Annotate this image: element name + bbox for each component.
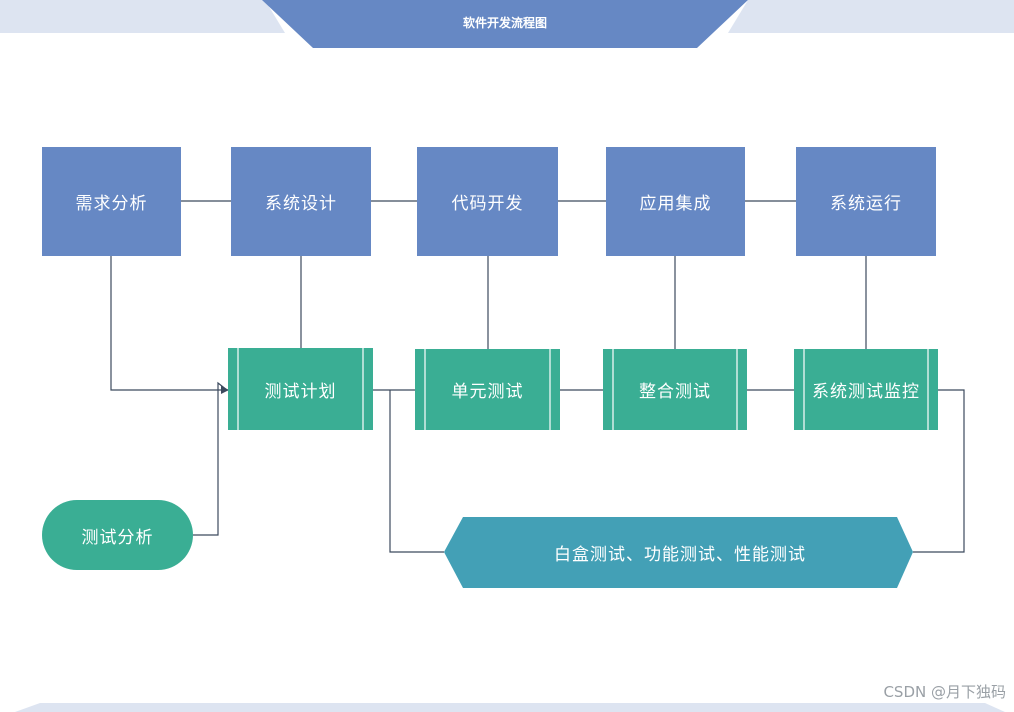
box-system-design <box>231 147 371 256</box>
footer-band <box>15 703 1005 712</box>
box-application-integration <box>606 147 745 256</box>
connectors <box>110 200 965 553</box>
box-system-test-monitoring <box>794 349 938 430</box>
connector-requirements-testplan <box>110 256 229 394</box>
connector-analysis-testplan <box>193 381 228 536</box>
watermark: CSDN @月下独码 <box>883 683 1006 701</box>
title-banner <box>262 0 748 48</box>
box-integration-test <box>603 349 747 430</box>
connector-systemtest-testtypes <box>913 389 965 553</box>
header-band-right <box>728 0 1014 33</box>
node-test-analysis <box>42 500 193 570</box>
box-unit-test <box>415 349 560 430</box>
box-test-plan <box>228 348 373 430</box>
box-system-operation <box>796 147 936 256</box>
connector-testplan-testtypes <box>389 390 444 553</box>
node-test-types <box>444 517 913 588</box>
box-requirements-analysis <box>42 147 181 256</box>
box-code-development <box>417 147 558 256</box>
header-band-left <box>0 0 285 33</box>
